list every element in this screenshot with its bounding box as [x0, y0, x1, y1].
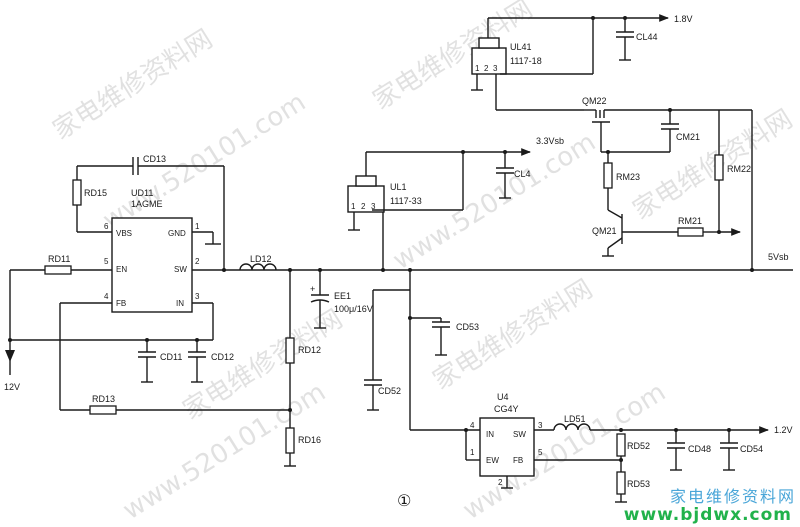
footer-url: www.bjdwx.com — [623, 505, 792, 525]
watermark-url: www.520101.com — [98, 87, 311, 236]
ul41-pin: 3 — [493, 64, 498, 73]
ud11-pin-label: VBS — [116, 229, 132, 238]
svg-text:+: + — [310, 284, 315, 294]
u4-pin-label: EW — [486, 456, 499, 465]
label-ee1: EE1 — [334, 291, 351, 301]
ul1-pin: 1 — [351, 202, 356, 211]
label-rd11: RD11 — [48, 254, 70, 264]
ud11-pin-number: 1 — [195, 222, 200, 231]
u4-pin-label: SW — [513, 430, 526, 439]
label-1v8: 1.8V — [674, 14, 693, 24]
resistor-rd15 — [72, 179, 82, 206]
label-cd52: CD52 — [378, 386, 401, 396]
label-cd12: CD12 — [211, 352, 234, 362]
label-5vsb: 5Vsb — [768, 252, 789, 262]
label-1v2: 1.2V — [774, 425, 793, 435]
u4-pin-label: FB — [513, 456, 523, 465]
label-3v3sb: 3.3Vsb — [536, 136, 564, 146]
input-arrow-icon — [5, 350, 15, 362]
resistor-rd12 — [285, 337, 295, 364]
ic-u4-ref: U4 — [497, 392, 509, 402]
label-cd53: CD53 — [456, 322, 479, 332]
label-cm21: CM21 — [676, 132, 700, 142]
label-rm21: RM21 — [678, 216, 702, 226]
resistor-rd16 — [285, 427, 295, 454]
ud11-pin-label: GND — [168, 229, 186, 238]
label-rd13: RD13 — [92, 394, 115, 404]
ul41-pin: 2 — [484, 64, 489, 73]
label-rm23: RM23 — [616, 172, 640, 182]
resistor-rd11 — [44, 265, 72, 275]
resistor-rm22 — [714, 154, 724, 181]
u4-pin-number: 4 — [470, 421, 475, 430]
ic-ul1-part: 1117-33 — [390, 196, 422, 206]
u4-pin-number: 2 — [498, 478, 503, 487]
ud11-pin-label: FB — [116, 299, 126, 308]
label-rd53: RD53 — [627, 479, 650, 489]
label-12v-input: 12V — [4, 382, 20, 392]
ud11-pin-number: 6 — [104, 222, 109, 231]
inductor-ld51 — [553, 423, 591, 431]
ud11-pin-number: 3 — [195, 292, 200, 301]
label-qm22: QM22 — [582, 96, 607, 106]
inductor-ld12 — [239, 263, 277, 271]
label-ee1-value: 100μ/16V — [334, 304, 373, 314]
ic-ul41-part: 1117-18 — [510, 56, 542, 66]
label-ld12: LD12 — [250, 254, 272, 264]
watermark-text: 家电维修资料网 — [48, 24, 218, 146]
u4-pin-label: IN — [486, 430, 494, 439]
label-rd52: RD52 — [627, 441, 650, 451]
ic-ul1 — [347, 185, 385, 213]
ud11-pin-number: 4 — [104, 292, 109, 301]
resistor-rm23 — [603, 162, 613, 189]
resistor-rd52 — [616, 433, 626, 457]
label-rm22: RM22 — [727, 164, 751, 174]
label-cd13: CD13 — [143, 154, 166, 164]
ud11-pin-label: IN — [176, 299, 184, 308]
ud11-pin-number: 5 — [104, 257, 109, 266]
ic-u4 — [479, 417, 535, 477]
label-rd12: RD12 — [298, 345, 321, 355]
label-cd11: CD11 — [160, 352, 182, 362]
label-cd54: CD54 — [740, 444, 763, 454]
resistor-rm21 — [677, 227, 704, 237]
label-ld51: LD51 — [564, 414, 586, 424]
label-qm21: QM21 — [592, 226, 617, 236]
label-rd16: RD16 — [298, 435, 321, 445]
ic-ud11-part: 1AGME — [131, 199, 163, 209]
label-cl4: CL4 — [514, 169, 531, 179]
label-rd15: RD15 — [84, 188, 107, 198]
ic-ud11-ref: UD11 — [131, 188, 153, 198]
u4-pin-number: 3 — [538, 421, 543, 430]
ud11-pin-label: EN — [116, 265, 127, 274]
resistor-rd53 — [616, 471, 626, 495]
ic-ul1-ref: UL1 — [390, 182, 407, 192]
u4-pin-number: 5 — [538, 448, 543, 457]
ul1-pin: 3 — [371, 202, 376, 211]
footer-logo: 家电维修资料网 — [669, 487, 796, 506]
u4-pin-number: 1 — [470, 448, 475, 457]
ud11-pin-number: 2 — [195, 257, 200, 266]
ic-u4-part: CG4Y — [494, 404, 519, 414]
ul1-pin: 2 — [361, 202, 366, 211]
label-cl44: CL44 — [636, 32, 658, 42]
ud11-pin-label: SW — [174, 265, 187, 274]
watermark-text: 家电维修资料网 — [628, 104, 798, 226]
watermark-text: 家电维修资料网 — [428, 274, 598, 396]
figure-marker: ① — [397, 493, 411, 510]
ic-ul41 — [471, 47, 507, 75]
ul41-pin: 1 — [475, 64, 480, 73]
ic-ul41-ref: UL41 — [510, 42, 532, 52]
label-cd48: CD48 — [688, 444, 711, 454]
ic-ud11 — [111, 217, 193, 313]
resistor-rd13 — [89, 405, 117, 415]
